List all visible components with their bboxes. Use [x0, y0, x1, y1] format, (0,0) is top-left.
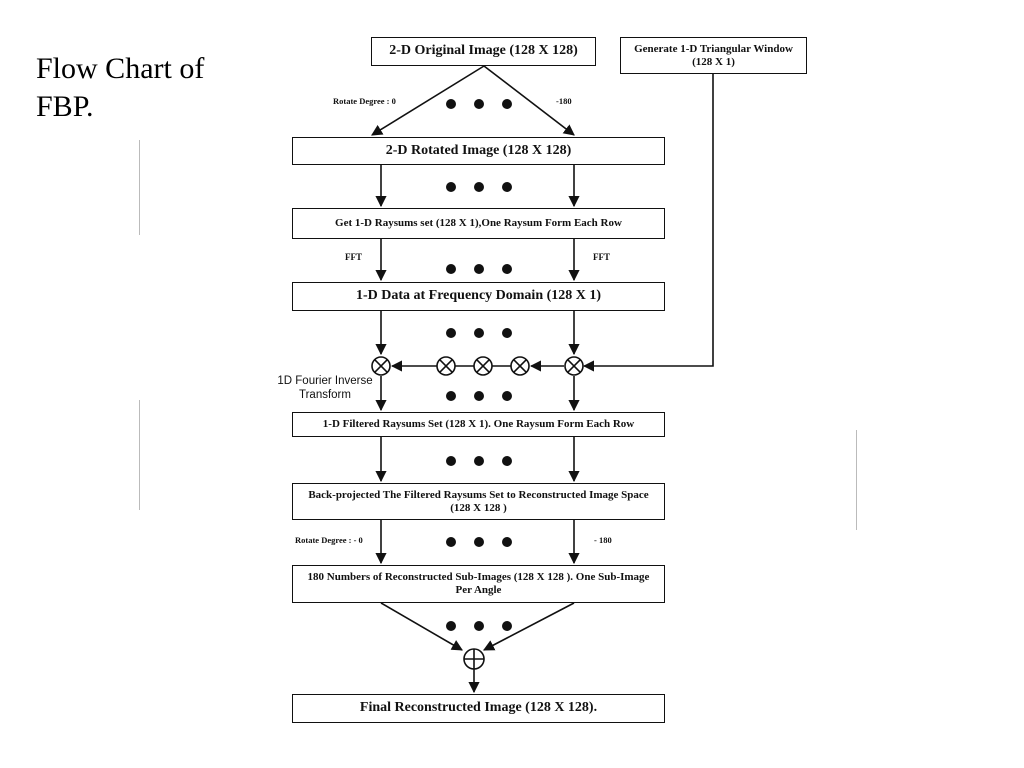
frequency-domain-box: 1-D Data at Frequency Domain (128 X 1) [292, 282, 665, 311]
original-image-box: 2-D Original Image (128 X 128) [371, 37, 596, 66]
filtered-raysums-box: 1-D Filtered Raysums Set (128 X 1). One … [292, 412, 665, 437]
multiply-operator-right [564, 356, 584, 376]
ellipsis-dots-5 [446, 391, 512, 401]
backprojected-box: Back-projected The Filtered Raysums Set … [292, 483, 665, 520]
rotate-degrees-back-start-label: Rotate Degree : - 0 [295, 535, 363, 545]
rotate-degrees-end-label: -180 [556, 96, 572, 106]
arrow-sub-to-sum-right [483, 602, 575, 651]
multiply-operator-mid3 [510, 356, 530, 376]
fft-left-label: FFT [345, 252, 362, 262]
arrow-sub-to-sum-left [380, 602, 463, 651]
slide-title: Flow Chart of FBP. [36, 52, 205, 123]
inverse-fourier-label: 1D Fourier Inverse Transform [277, 375, 373, 401]
ellipsis-dots-7 [446, 537, 512, 547]
final-image-box: Final Reconstructed Image (128 X 128). [292, 694, 665, 723]
rotate-degrees-start-label: Rotate Degree : 0 [333, 96, 396, 106]
subimages-box: 180 Numbers of Reconstructed Sub-Images … [292, 565, 665, 603]
multiply-operator-mid2 [473, 356, 493, 376]
ellipsis-dots-1 [446, 99, 512, 109]
ellipsis-dots-4 [446, 328, 512, 338]
window-feed-line [582, 73, 714, 372]
scan-artifact-left-lower [139, 400, 140, 510]
raysums-box: Get 1-D Raysums set (128 X 1),One Raysum… [292, 208, 665, 239]
sum-operator [463, 648, 485, 670]
ellipsis-dots-2 [446, 182, 512, 192]
multiply-operator-left [371, 356, 391, 376]
multiply-operator-mid1 [436, 356, 456, 376]
ellipsis-dots-8 [446, 621, 512, 631]
triangular-window-box: Generate 1-D Triangular Window (128 X 1) [620, 37, 807, 74]
scan-artifact-left [139, 140, 140, 235]
fft-right-label: FFT [593, 252, 610, 262]
ellipsis-dots-3 [446, 264, 512, 274]
arrow-original-to-rotated-right [483, 65, 575, 136]
ellipsis-dots-6 [446, 456, 512, 466]
rotate-degrees-back-end-label: - 180 [594, 535, 612, 545]
arrow-original-to-rotated-left [371, 65, 485, 136]
rotated-image-box: 2-D Rotated Image (128 X 128) [292, 137, 665, 165]
scan-artifact-right [856, 430, 857, 530]
